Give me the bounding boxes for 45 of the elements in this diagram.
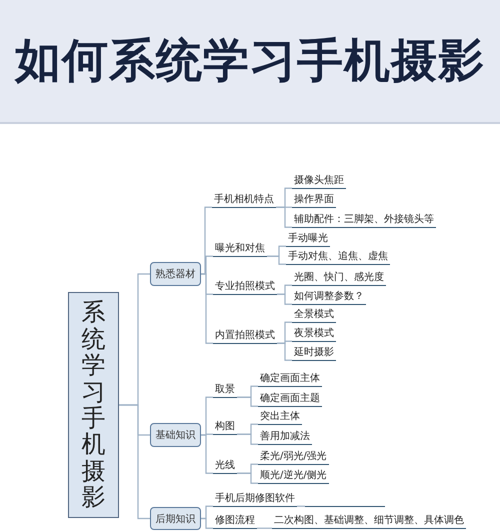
connector-line — [119, 404, 150, 520]
branch-label: 二次构图、基础调整、细节调整、具体调色 — [272, 515, 466, 529]
connector-line — [277, 342, 292, 361]
topic-box: 后期知识 — [150, 507, 201, 530]
branch-label: 构图 — [213, 421, 237, 435]
branch-label: 曝光和对焦 — [213, 243, 267, 257]
connector-line — [276, 206, 292, 228]
connector-line — [201, 518, 213, 529]
branch-label: 确定画面主体 — [258, 373, 322, 387]
branch-label: 手机后期修图软件 — [213, 493, 297, 507]
branch-label: 光圈、快门、感光度 — [292, 272, 386, 286]
topic-box: 基础知识 — [150, 423, 201, 447]
connector-line — [267, 256, 286, 265]
connector-line — [277, 294, 292, 305]
title: 如何系统学习手机摄影 — [15, 32, 485, 89]
branch-label: 顺光/逆光/侧光 — [258, 470, 329, 484]
branch-label: 修图流程 — [213, 515, 257, 529]
connector-line — [297, 506, 305, 507]
branch-label: 夜景模式 — [292, 328, 336, 342]
branch-label: 如何调整参数？ — [292, 291, 366, 305]
connector-line — [201, 434, 213, 474]
branch-label: 善用加减法 — [258, 431, 312, 445]
branch-label: 专业拍照模式 — [213, 281, 277, 295]
connector-line — [237, 396, 258, 407]
branch-label: 光线 — [213, 460, 237, 474]
branch-label: 手机相机特点 — [212, 194, 276, 208]
branch-label: 全景模式 — [292, 309, 336, 323]
branch-label: 内置拍照模式 — [213, 330, 277, 344]
root-box — [68, 292, 119, 518]
branch-label: 确定画面主题 — [258, 393, 322, 407]
branch-label: 取景 — [213, 384, 237, 398]
branch-label: 操作界面 — [292, 194, 336, 208]
branch-label: 柔光/弱光/强光 — [258, 451, 329, 465]
connector-line — [201, 273, 213, 344]
branch-label: 延时摄影 — [292, 347, 336, 361]
branch-label: 辅助配件：三脚架、外接镜头等 — [292, 214, 436, 228]
branch-label: 手动对焦、追焦、虚焦 — [286, 251, 390, 265]
connector-line — [257, 528, 272, 529]
connector-line — [237, 434, 258, 445]
branch-label: 突出主体 — [258, 411, 302, 425]
root-title: 系统学习手机摄影 — [82, 299, 106, 511]
topic-box: 熟悉器材 — [150, 262, 201, 286]
connector-line — [237, 472, 258, 484]
branch-label: 手动曝光 — [286, 233, 330, 247]
branch-label: 摄像头焦距 — [292, 175, 346, 189]
